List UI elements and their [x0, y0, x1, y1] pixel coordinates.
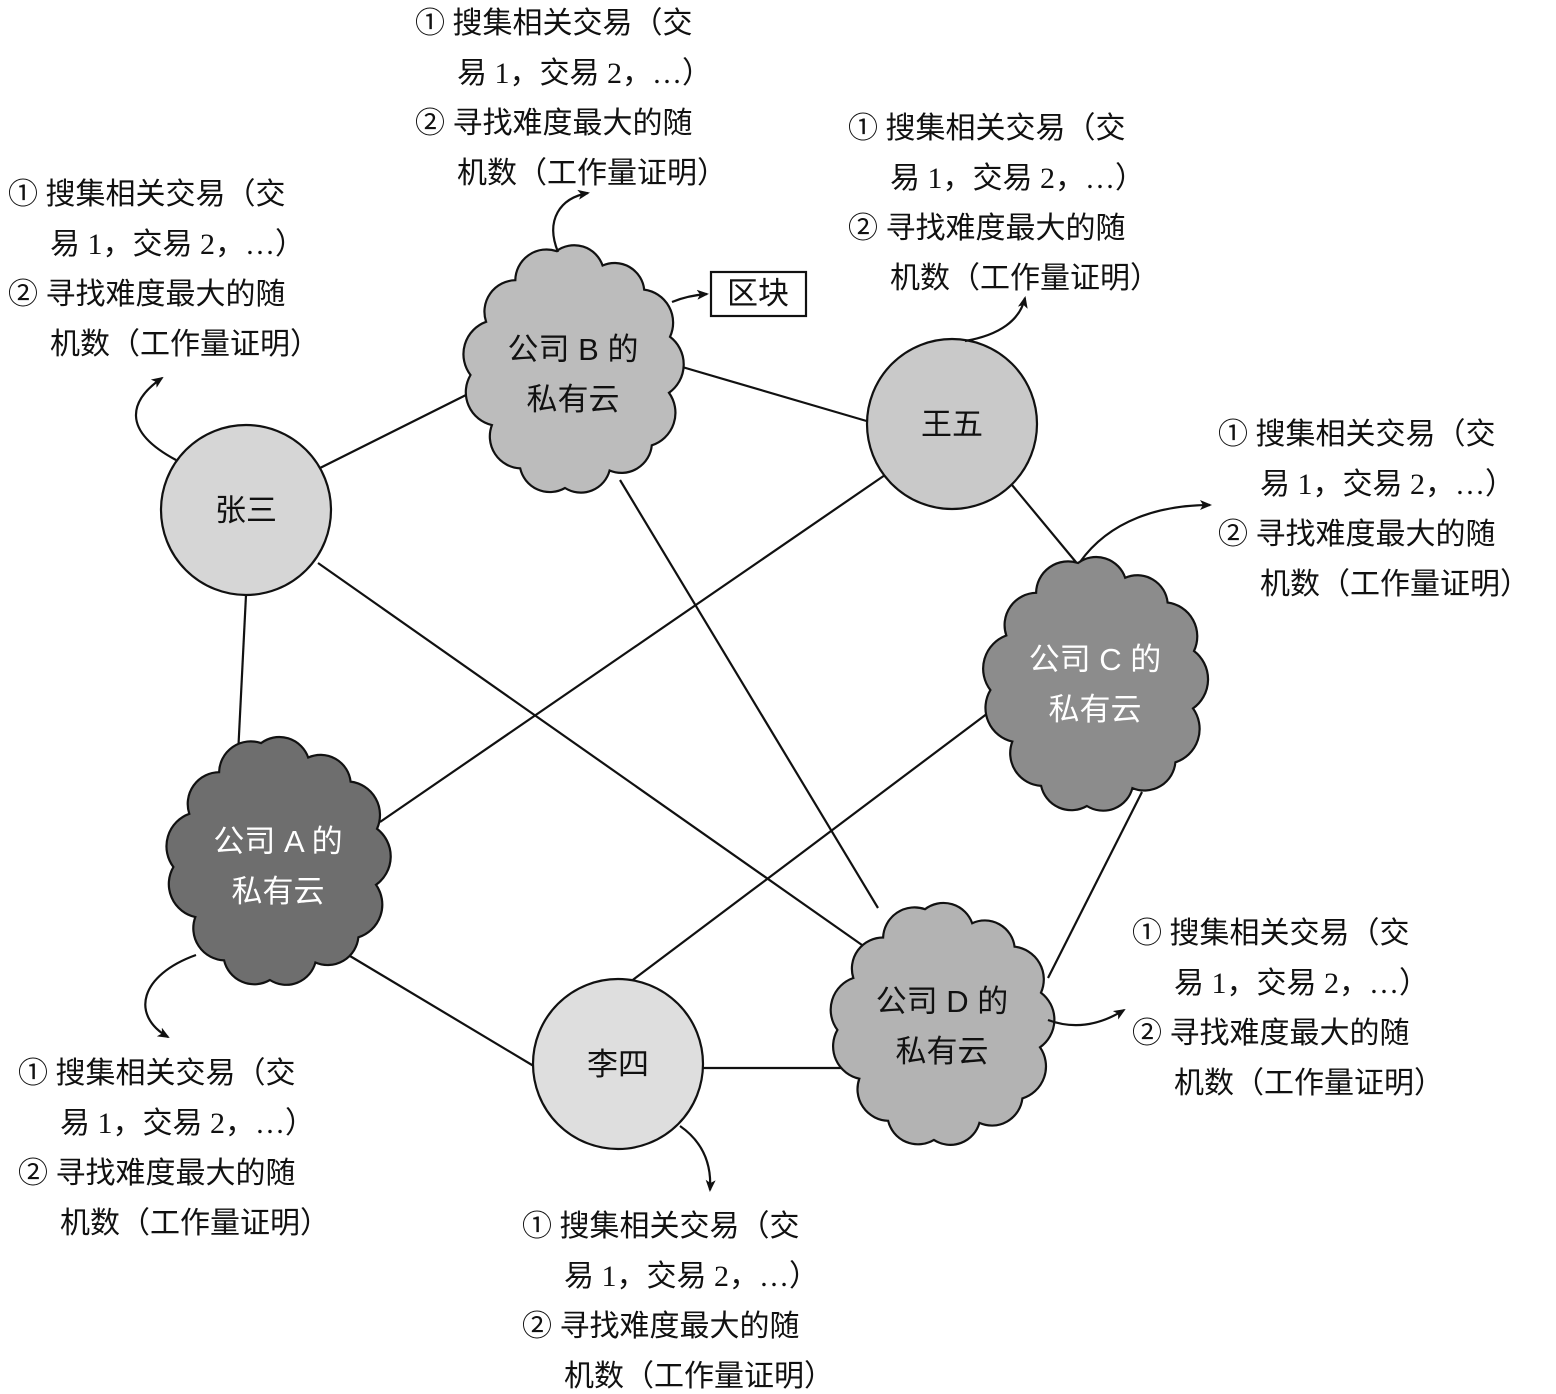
edges — [236, 362, 1143, 1070]
annotation-line: ① 搜集相关交易（交 — [522, 1210, 800, 1243]
annotation-line: ① 搜集相关交易（交 — [415, 7, 693, 40]
block-rect — [709, 270, 808, 318]
edge-zhangsan-cloud-a — [236, 594, 248, 756]
edge-wangwu-cloud-c — [1011, 484, 1081, 568]
arrow-cloud-b-to-annotation — [552, 189, 590, 253]
cloud-shape — [829, 901, 1056, 1146]
cloud-c-label-line1: 公司 C 的 — [1029, 642, 1162, 677]
edge-cloud-a-lisi — [344, 952, 538, 1069]
annotation-line: 易 1，交易 2，…） — [1260, 468, 1515, 501]
cloud-company-c: 公司 C 的 私有云 — [982, 555, 1210, 812]
annotation-line: 机数（工作量证明） — [1260, 568, 1530, 601]
node-wangwu: 王五 — [865, 337, 1039, 511]
annotation-line: ② 寻找难度最大的随 — [1218, 518, 1496, 551]
edge-wangwu-cloud-a — [379, 474, 886, 823]
cloud-b-label-line1: 公司 B 的 — [508, 332, 639, 367]
block-label: 区块 — [727, 276, 789, 311]
annotation-line: ① 搜集相关交易（交 — [18, 1057, 296, 1090]
annotation-line: ① 搜集相关交易（交 — [1218, 418, 1496, 451]
annotation-line: ② 寻找难度最大的随 — [522, 1310, 800, 1343]
edge-zhangsan-cloud-d — [317, 562, 863, 946]
node-label: 李四 — [587, 1047, 649, 1082]
annotation-line: ① 搜集相关交易（交 — [8, 178, 286, 211]
annotation-line: 易 1，交易 2，…） — [890, 162, 1145, 195]
cloud-shape — [982, 555, 1210, 812]
node-label: 王五 — [921, 407, 983, 442]
arrow-wangwu-to-annotation — [964, 296, 1028, 343]
annotation-line: 易 1，交易 2，…） — [1174, 967, 1429, 1000]
cloud-shape — [165, 735, 392, 986]
arrow-cloud-a-to-annotation — [144, 953, 197, 1039]
arrow-cloud-c-to-annotation — [1079, 500, 1212, 563]
annotation-line: 易 1，交易 2，…） — [457, 57, 712, 90]
annotation-line: 机数（工作量证明） — [1174, 1067, 1444, 1100]
annotation-line: ② 寻找难度最大的随 — [1132, 1017, 1410, 1050]
node-zhangsan: 张三 — [159, 423, 333, 597]
cloud-company-a: 公司 A 的 私有云 — [165, 735, 392, 986]
arrow-zhangsan-to-annotation — [134, 376, 177, 461]
cloud-a-label-line2: 私有云 — [232, 874, 325, 909]
cloud-b-label-line2: 私有云 — [527, 382, 620, 417]
cloud-d-label-line1: 公司 D 的 — [876, 984, 1009, 1019]
annotation-line: 机数（工作量证明） — [60, 1207, 330, 1240]
arrow-cloud-b-to-block — [671, 289, 709, 304]
annotation-line: ① 搜集相关交易（交 — [848, 112, 1126, 145]
cloud-c-label-line2: 私有云 — [1049, 692, 1142, 727]
arrows — [134, 189, 1212, 1192]
annotation-line: ② 寻找难度最大的随 — [18, 1157, 296, 1190]
edge-lisi-cloud-c — [629, 709, 993, 983]
annotation-line: 机数（工作量证明） — [50, 328, 320, 361]
node-label: 张三 — [215, 493, 277, 528]
cloud-company-d: 公司 D 的 私有云 — [829, 901, 1056, 1146]
cloud-company-b: 公司 B 的 私有云 — [462, 244, 685, 494]
edge-cloud-c-cloud-d — [1047, 791, 1143, 979]
annotation-line: 机数（工作量证明） — [890, 262, 1160, 295]
arrow-cloud-d-to-annotation — [1047, 1008, 1126, 1027]
cloud-shape — [462, 244, 685, 494]
node-circle — [865, 337, 1039, 511]
annotation-line: ① 搜集相关交易（交 — [1132, 917, 1410, 950]
annotation-line: 易 1，交易 2，…） — [60, 1107, 315, 1140]
node-circle — [159, 423, 333, 597]
edge-zhangsan-cloud-b — [319, 392, 471, 469]
node-circle — [531, 977, 705, 1151]
arrow-lisi-to-annotation — [679, 1125, 716, 1192]
cloud-d-label-line2: 私有云 — [896, 1034, 989, 1069]
cloud-a-label-line1: 公司 A 的 — [213, 824, 342, 859]
annotation-line: ② 寻找难度最大的随 — [8, 278, 286, 311]
annotation-line: ② 寻找难度最大的随 — [415, 107, 693, 140]
annotation-line: 易 1，交易 2，…） — [564, 1260, 819, 1293]
block-box: 区块 — [709, 270, 808, 318]
annotation-line: 易 1，交易 2，…） — [50, 228, 305, 261]
annotation-line: 机数（工作量证明） — [457, 157, 727, 190]
edge-cloud-b-cloud-d — [619, 479, 879, 909]
annotation-line: ② 寻找难度最大的随 — [848, 212, 1126, 245]
annotation-line: 机数（工作量证明） — [564, 1360, 834, 1393]
edge-cloud-b-wangwu — [671, 362, 871, 424]
node-lisi: 李四 — [531, 977, 705, 1151]
